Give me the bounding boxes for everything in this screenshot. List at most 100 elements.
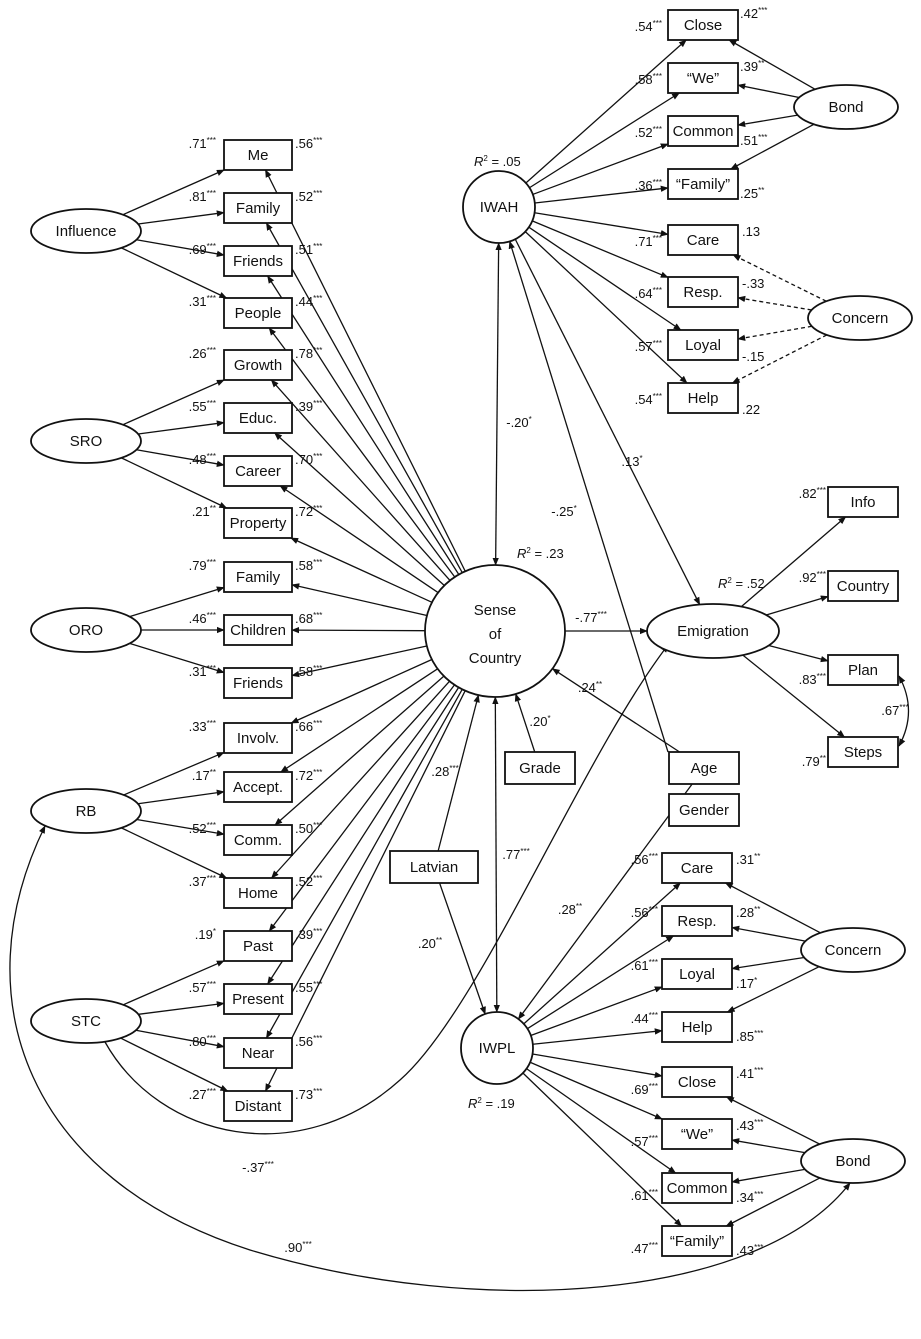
b-close-box [661, 1066, 733, 1098]
c-gender-box [668, 793, 740, 827]
i-distant-label: Distant [235, 1098, 283, 1115]
concern-loading-label-loyal: -.15 [742, 349, 764, 364]
i-friends1-label: Friends [233, 253, 283, 270]
i-comm-box [223, 824, 293, 856]
t-we-box [667, 62, 739, 94]
loading-arrow-stc-i_present [138, 1001, 225, 1015]
i-home-label: Home [238, 885, 278, 902]
bond-bot-ellipse [800, 1138, 906, 1184]
bond-bot-label: Bond [835, 1153, 870, 1170]
sense-label-line: Country [469, 650, 522, 667]
loading-arrow-iwah-t_loyal [528, 226, 682, 331]
loading-label-present: .57*** [189, 980, 216, 995]
emigration-loading-label-steps: .79** [802, 754, 826, 769]
path-coef-sense-iwpl: .77*** [502, 847, 529, 862]
loading-arrow-concerntop-t_care [732, 254, 827, 302]
b-family-box [661, 1225, 733, 1257]
b-loyal-label: Loyal [679, 966, 715, 983]
i-involv-box [223, 722, 293, 754]
i-home-box [223, 877, 293, 909]
i-career-label: Career [235, 463, 281, 480]
loading-arrow-sense-i_career [279, 485, 439, 594]
i-involv-label: Involv. [237, 730, 279, 747]
path-iwah-sense [492, 242, 502, 566]
loading-arrow-emig-e_plan [768, 644, 829, 663]
sense-loading-label-growth: .78*** [295, 346, 322, 361]
bond-bottom-loading-label-family: .43*** [736, 1243, 763, 1258]
emig-label: Emigration [677, 623, 749, 640]
loading-arrow-bondtop-t_close [728, 39, 816, 90]
i-past-box [223, 930, 293, 962]
iwpl-loading-label-common: .61*** [631, 1188, 658, 1203]
loading-arrow-concerntop-t_loyal [737, 325, 812, 341]
bond-loading-label-close: .42*** [740, 6, 767, 21]
loading-arrow-sro-i_property [121, 457, 228, 509]
iwpl-label: IWPL [479, 1040, 516, 1057]
loading-arrow-sense-i_family1 [265, 222, 463, 573]
i-accept-label: Accept. [233, 779, 283, 796]
loading-arrow-sense-i_educ [274, 432, 445, 586]
c-latvian-label: Latvian [410, 859, 458, 876]
t-family-label: “Family” [676, 176, 730, 193]
t-resp-label: Resp. [683, 284, 722, 301]
sense-label-line: of [489, 626, 502, 643]
concern-bottom-loading-label-loyal: .17* [736, 976, 757, 991]
influence-ellipse [30, 208, 142, 254]
i-near-box [223, 1037, 293, 1069]
t-loyal-label: Loyal [685, 337, 721, 354]
iwah-loading-label-care: .71*** [635, 234, 662, 249]
c-grade-box [504, 751, 576, 785]
t-loyal-box [667, 329, 739, 361]
loading-arrow-emig-e_steps [742, 654, 846, 738]
loading-label-friends2: .31*** [189, 664, 216, 679]
loading-arrow-iwah-t_close [525, 39, 687, 184]
i-friends2-box [223, 667, 293, 699]
loading-label-children: .46*** [189, 611, 216, 626]
loading-arrow-sense-i_property [290, 537, 433, 603]
t-common-box [667, 115, 739, 147]
sense-loading-label-comm: .50*** [295, 821, 322, 836]
loading-arrow-concernbot-b_loyal [731, 956, 805, 971]
loading-arrow-bondtop-t_common [737, 114, 798, 128]
b-close-label: Close [678, 1074, 716, 1091]
i-accept-box [223, 771, 293, 803]
loading-arrow-sense-i_friends1 [267, 275, 460, 575]
bond-bottom-loading-label-common: .34*** [736, 1190, 763, 1205]
loading-arrow-concerntop-t_resp [737, 295, 812, 311]
sense-loading-label-near: .56*** [295, 1034, 322, 1049]
e-country-box [827, 570, 899, 602]
path-coef-grade-sense: .20* [529, 714, 550, 729]
e-country-label: Country [837, 578, 890, 595]
t-help-label: Help [688, 390, 719, 407]
b-common-box [661, 1172, 733, 1204]
iwah-loading-label-we: .58*** [635, 72, 662, 87]
i-educ-label: Educ. [239, 410, 277, 427]
b-loyal-box [661, 958, 733, 990]
concern-loading-label-resp: -.33 [742, 276, 764, 291]
concern-top-ellipse [807, 295, 913, 341]
iwah-loading-label-loyal: .57*** [635, 339, 662, 354]
loading-label-distant: .27*** [189, 1087, 216, 1102]
i-property-label: Property [230, 515, 287, 532]
bond-loading-label-we: .39** [740, 59, 764, 74]
path-coef-age-iwah: -.25* [551, 504, 577, 519]
i-family2-label: Family [236, 569, 281, 586]
loading-label-past: .19* [195, 927, 216, 942]
path-latvian-iwpl [438, 882, 486, 1015]
concern-top-label: Concern [832, 310, 889, 327]
loading-label-growth: .26*** [189, 346, 216, 361]
loading-label-home: .37*** [189, 874, 216, 889]
path-coef-latvian-iwpl: .20** [418, 936, 442, 951]
b-common-label: Common [667, 1180, 728, 1197]
iwah-ellipse [462, 170, 536, 244]
e-steps-label: Steps [844, 744, 882, 761]
b-we-box [661, 1118, 733, 1150]
concern-bot-label: Concern [825, 942, 882, 959]
loading-label-educ: .55*** [189, 399, 216, 414]
bond-loading-label-family: .25** [740, 186, 764, 201]
i-growth-label: Growth [234, 357, 282, 374]
loading-label-family2: .79*** [189, 558, 216, 573]
bond-loading-label-common: .51*** [740, 133, 767, 148]
loading-arrow-sro-i_educ [138, 420, 225, 435]
